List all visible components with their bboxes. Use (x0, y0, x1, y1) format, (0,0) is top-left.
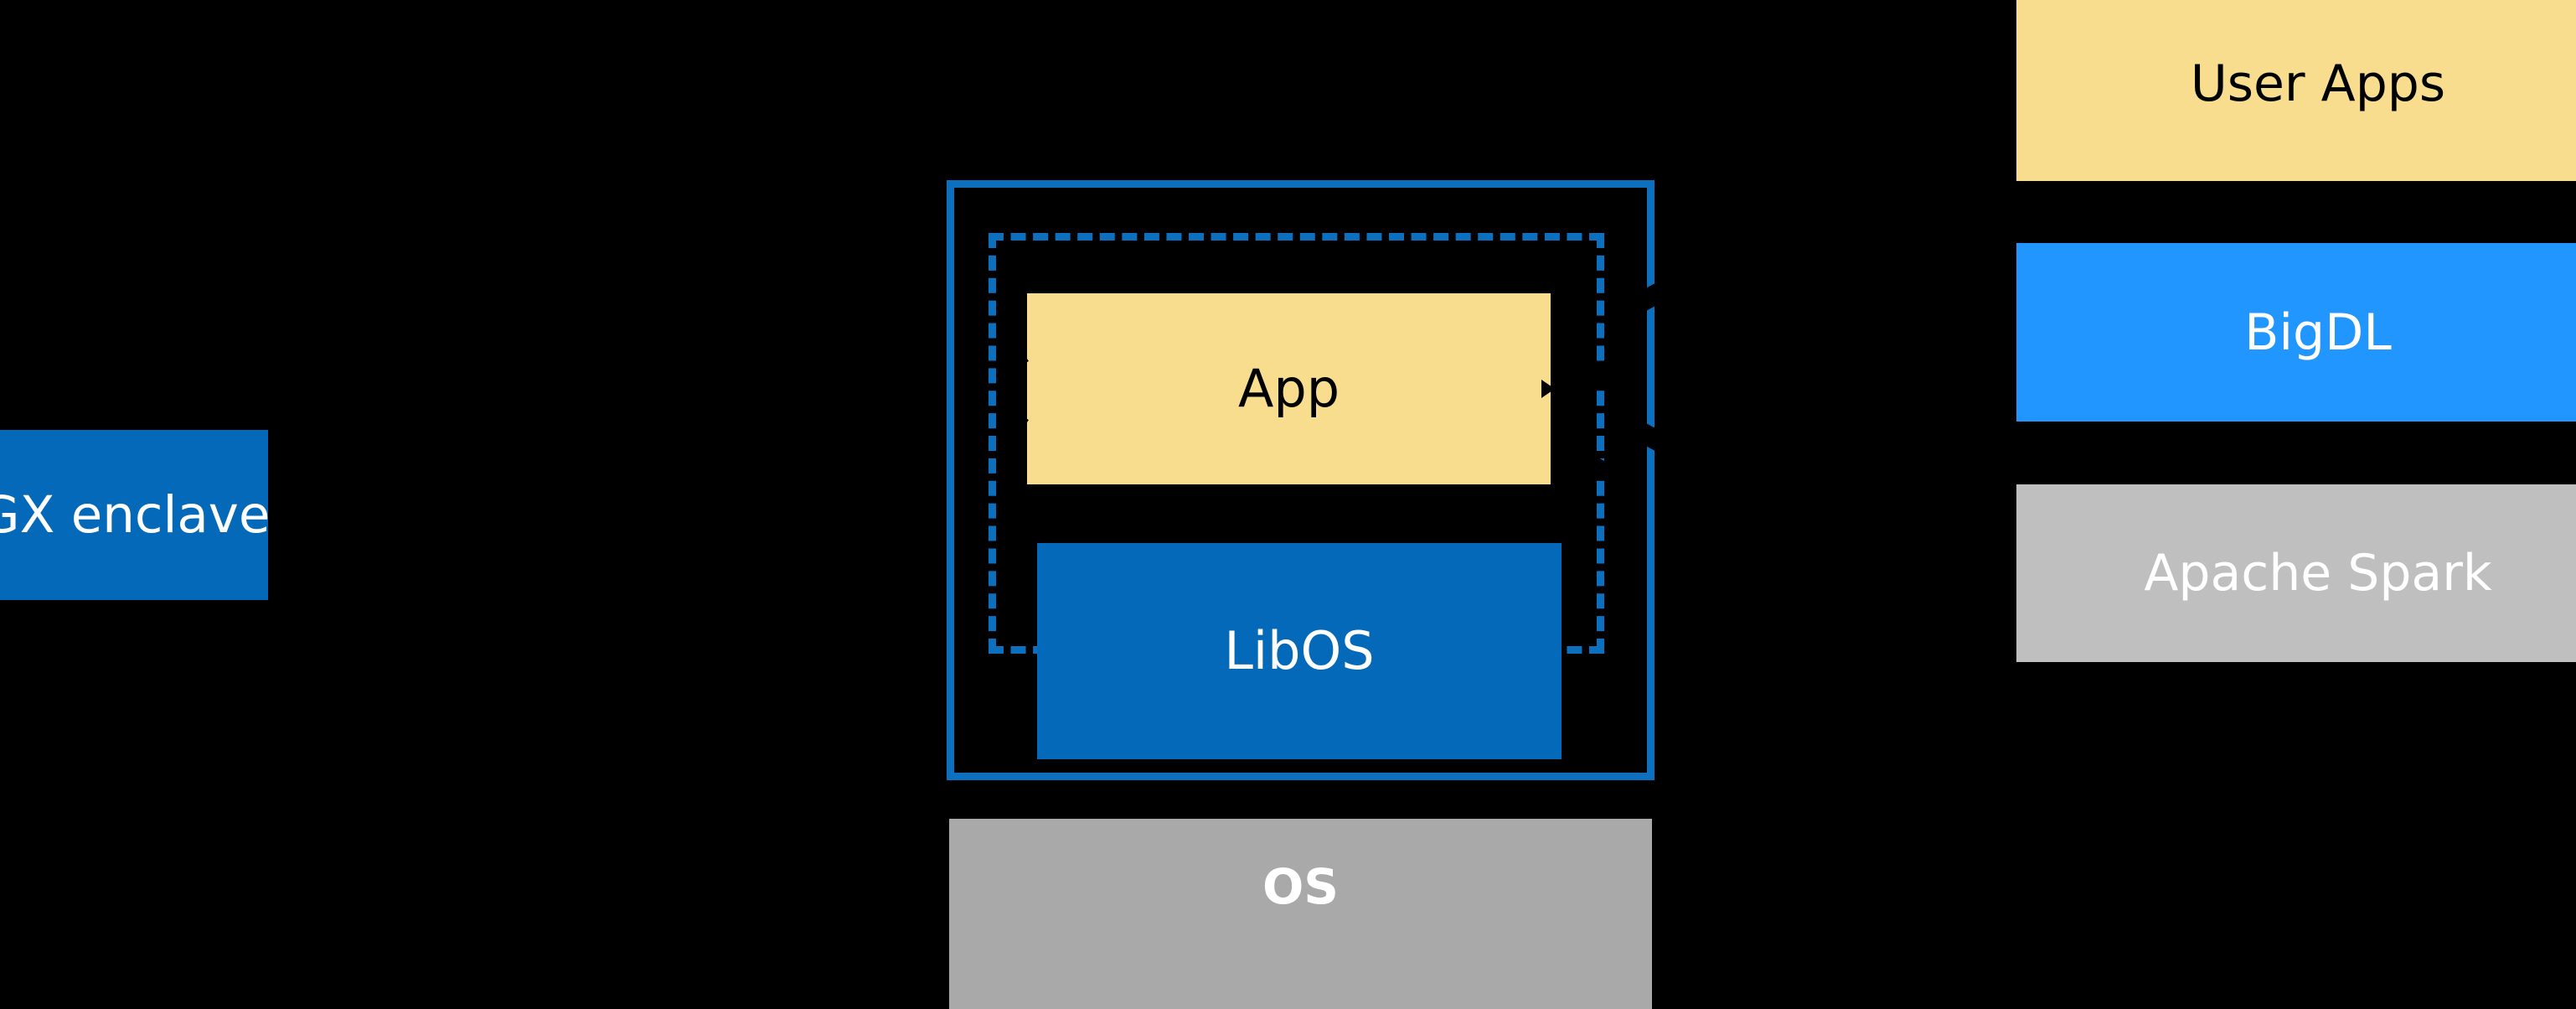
apache-spark-box: Apache Spark (2016, 484, 2576, 662)
app-connector-arrowhead-icon (1541, 380, 1555, 398)
app-label: App (1237, 357, 1340, 419)
enclave-container-outline (947, 180, 1655, 780)
os-label: OS (1262, 858, 1340, 915)
app-box: App (1027, 293, 1551, 484)
sgx-enclave-box: SGX enclave (0, 430, 271, 600)
bigdl-box: BigDL (2016, 243, 2576, 422)
libos-label: LibOS (1224, 619, 1375, 681)
libos-box: LibOS (1037, 543, 1562, 759)
apache-spark-label: Apache Spark (2144, 544, 2492, 603)
user-apps-label: User Apps (2190, 54, 2446, 113)
sgx-enclave-label: SGX enclave (0, 484, 271, 545)
user-apps-box: User Apps (2016, 0, 2576, 181)
bigdl-label: BigDL (2244, 303, 2392, 362)
os-box: OS (949, 819, 1652, 1009)
sgx-connector-arrowhead-icon (514, 514, 527, 532)
